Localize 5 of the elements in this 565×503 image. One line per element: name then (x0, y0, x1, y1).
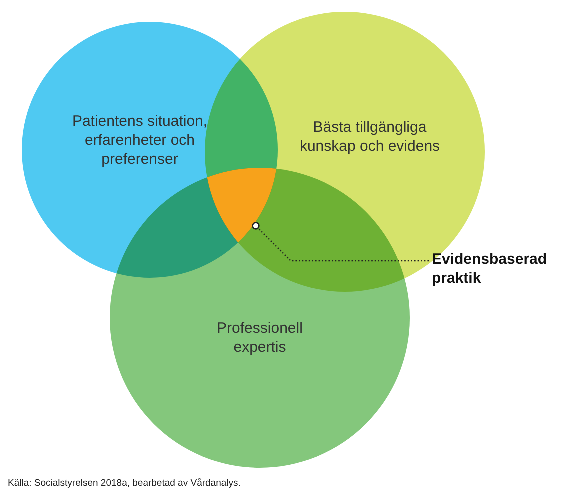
leader-line (252, 222, 429, 262)
circle-label: Bästa tillgängliga kunskap och evidens (298, 118, 442, 156)
source-caption: Källa: Socialstyrelsen 2018a, bearbetad av Vårdanalys. (8, 478, 241, 489)
circle-label: Patientens situation, erfarenheter och preferenser (71, 112, 209, 168)
circle-label: Professionell expertis (216, 319, 304, 357)
